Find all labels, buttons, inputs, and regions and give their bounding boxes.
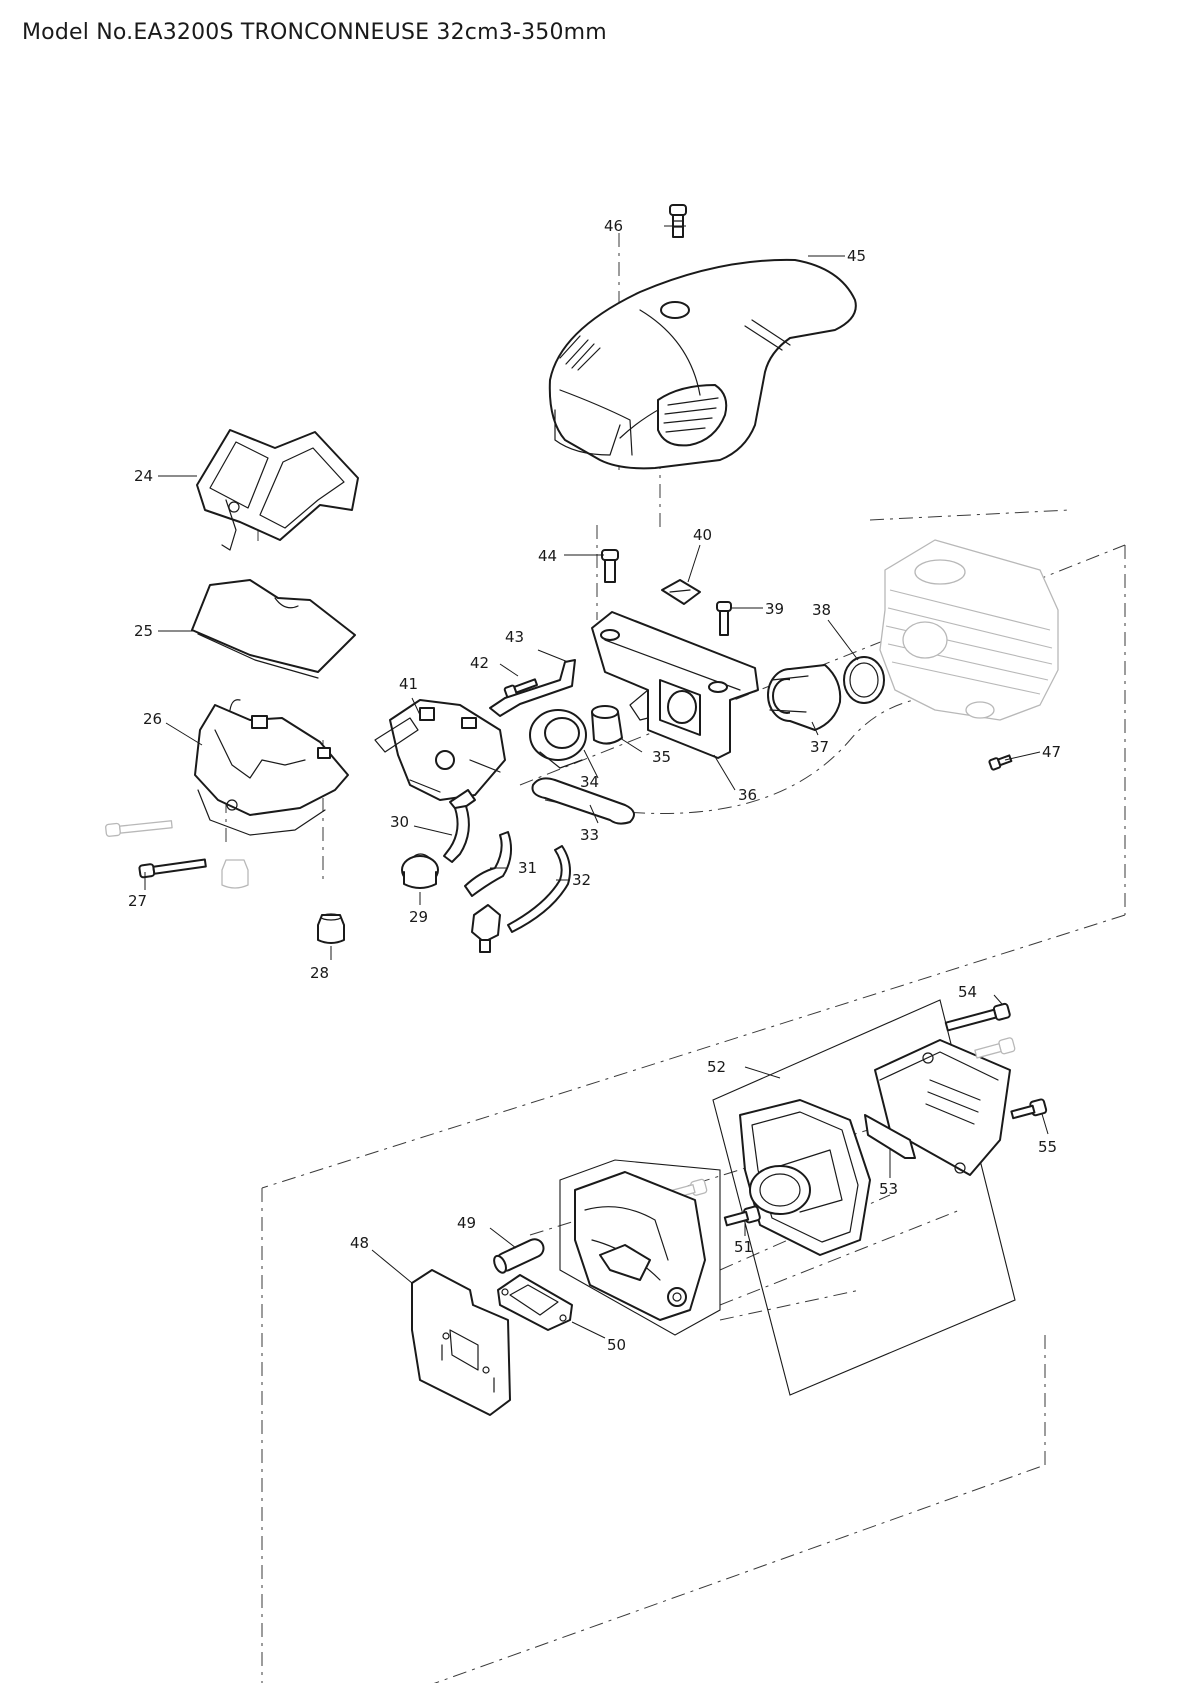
part-45-top-cover bbox=[548, 258, 857, 470]
part-53-gasket bbox=[864, 1114, 916, 1159]
part-54-bolt-ghost bbox=[974, 1037, 1016, 1059]
part-30-hose bbox=[443, 805, 470, 863]
part-29-primer-bulb bbox=[401, 853, 439, 889]
label-38: 38 bbox=[812, 601, 831, 619]
label-44: 44 bbox=[538, 547, 557, 565]
part-26-air-box bbox=[194, 699, 349, 836]
label-48: 48 bbox=[350, 1234, 369, 1252]
part-37-intake-manifold bbox=[767, 664, 842, 731]
label-25: 25 bbox=[134, 622, 153, 640]
label-29: 29 bbox=[409, 908, 428, 926]
cylinder-reference-ghost bbox=[879, 539, 1059, 721]
label-54: 54 bbox=[958, 983, 977, 1001]
label-55: 55 bbox=[1038, 1138, 1057, 1156]
label-39: 39 bbox=[765, 600, 784, 618]
part-39-screw bbox=[716, 601, 732, 636]
fuel-filter bbox=[471, 904, 501, 953]
part-33-hose bbox=[531, 777, 635, 825]
part-27-bolts bbox=[105, 820, 207, 879]
label-40: 40 bbox=[693, 526, 712, 544]
part-40-clip bbox=[661, 579, 701, 605]
part-41-carburetor bbox=[374, 699, 506, 813]
part-54-bolt bbox=[944, 1002, 1011, 1032]
muffler-body-box bbox=[559, 1159, 721, 1336]
label-52: 52 bbox=[707, 1058, 726, 1076]
part-49-spacer-tube bbox=[493, 1238, 545, 1274]
part-50-gasket bbox=[497, 1274, 573, 1331]
part-55-bolt bbox=[1010, 1098, 1048, 1120]
part-48-heat-plate bbox=[411, 1269, 511, 1416]
part-35-collar bbox=[591, 705, 623, 745]
label-53: 53 bbox=[879, 1180, 898, 1198]
part-28-mount bbox=[221, 859, 345, 944]
label-31: 31 bbox=[518, 859, 537, 877]
part-44-screw bbox=[601, 549, 619, 583]
label-47: 47 bbox=[1042, 743, 1061, 761]
label-36: 36 bbox=[738, 786, 757, 804]
label-26: 26 bbox=[143, 710, 162, 728]
label-30: 30 bbox=[390, 813, 409, 831]
label-41: 41 bbox=[399, 675, 418, 693]
part-51-bolt bbox=[723, 1205, 761, 1227]
label-37: 37 bbox=[810, 738, 829, 756]
part-51-bolt-ghost bbox=[671, 1178, 708, 1199]
label-34: 34 bbox=[580, 773, 599, 791]
label-28: 28 bbox=[310, 964, 329, 982]
part-43-bracket bbox=[489, 659, 576, 717]
label-27: 27 bbox=[128, 892, 147, 910]
label-50: 50 bbox=[607, 1336, 626, 1354]
label-42: 42 bbox=[470, 654, 489, 672]
part-25-filter bbox=[191, 579, 356, 679]
part-34-intake-ring bbox=[529, 709, 587, 769]
label-49: 49 bbox=[457, 1214, 476, 1232]
part-31-hose bbox=[464, 831, 513, 897]
part-46-screw bbox=[669, 204, 687, 238]
part-38-gasket bbox=[843, 656, 885, 704]
page-title: Model No.EA3200S TRONCONNEUSE 32cm3-350m… bbox=[22, 20, 607, 45]
label-32: 32 bbox=[572, 871, 591, 889]
label-51: 51 bbox=[734, 1238, 753, 1256]
part-47-screw bbox=[988, 754, 1013, 771]
label-43: 43 bbox=[505, 628, 524, 646]
part-24-filter-frame bbox=[196, 429, 359, 551]
part-32-hose bbox=[507, 845, 571, 933]
part-52-heat-shield bbox=[739, 1099, 871, 1256]
label-46: 46 bbox=[604, 217, 623, 235]
part-number-labels: 24 25 26 27 28 29 30 31 32 33 34 35 36 3… bbox=[128, 217, 1061, 1354]
part-52-muffler-cover bbox=[874, 1039, 1011, 1176]
label-24: 24 bbox=[134, 467, 153, 485]
part-52-group-box bbox=[712, 999, 1016, 1396]
leader-lines bbox=[144, 225, 1049, 1339]
label-33: 33 bbox=[580, 826, 599, 844]
muffler-body bbox=[574, 1171, 706, 1321]
label-35: 35 bbox=[652, 748, 671, 766]
label-45: 45 bbox=[847, 247, 866, 265]
part-36-intake-bracket bbox=[591, 611, 759, 759]
